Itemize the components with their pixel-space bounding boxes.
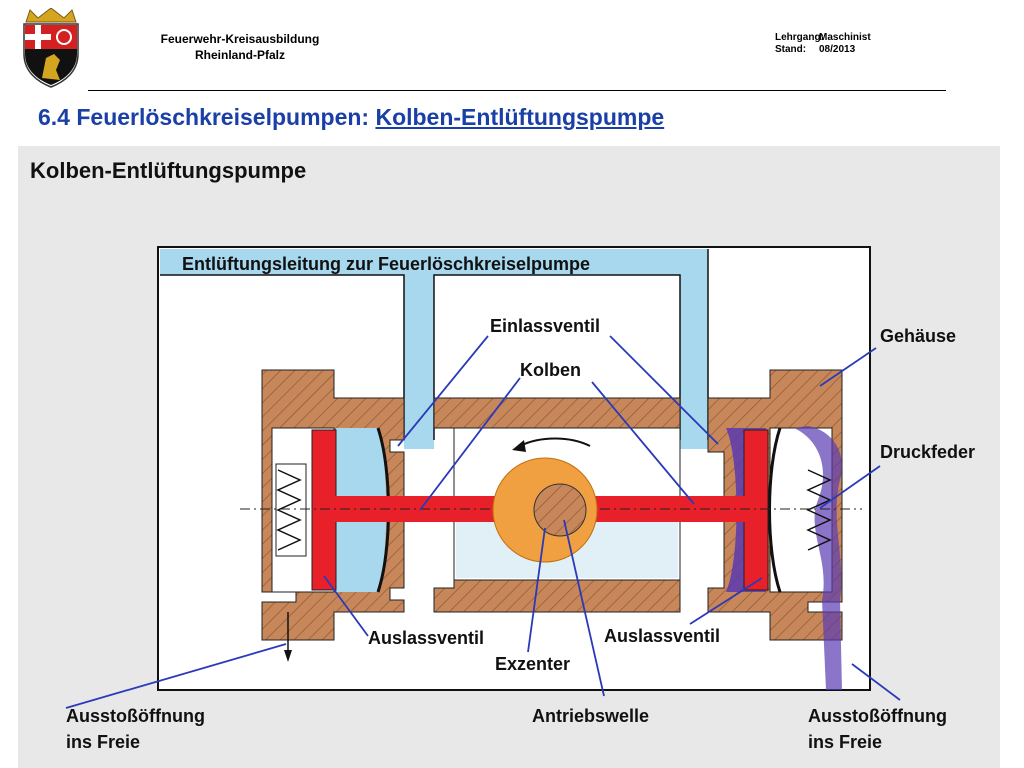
valve-right-curve [768,427,782,593]
label-einlassventil: Einlassventil [490,316,600,336]
page-title: 6.4 Feuerlöschkreiselpumpen: Kolben-Entl… [38,104,664,131]
course-value: Maschinist [819,32,871,43]
spring-left [275,463,307,557]
label-ausstoss-right-1: Ausstoßöffnung [808,706,947,726]
label-auslassventil-left: Auslassventil [368,628,484,648]
rotation-arrow-head [512,440,526,452]
label-ausstoss-left-1: Ausstoßöffnung [66,706,205,726]
org-line-2: Rheinland-Pfalz [194,48,285,62]
exhaust-arrow-left-head [284,650,292,662]
course-info: Lehrgang:Maschinist Stand: 08/2013 [775,32,871,56]
header-divider [88,90,946,91]
page-title-prefix: 6.4 Feuerlöschkreiselpumpen: [38,104,376,130]
coat-of-arms-logo [20,7,82,88]
spring-right [806,469,832,551]
page-title-link[interactable]: Kolben-Entlüftungspumpe [375,104,665,130]
label-antriebswelle: Antriebswelle [532,706,649,726]
course-key: Lehrgang: [775,32,824,43]
org-line-1: Feuerwehr-Kreisausbildung [160,32,320,46]
label-kolben: Kolben [520,360,581,380]
vent-line [160,249,708,449]
panel-title: Kolben-Entlüftungspumpe [30,158,307,183]
stand-value: 08/2013 [819,44,856,55]
drive-shaft [533,483,587,537]
organization-name: Feuerwehr-Kreisausbildung Rheinland-Pfal… [140,31,340,63]
label-druckfeder: Druckfeder [880,442,975,462]
leader-lines [65,335,901,709]
piston-left [311,429,337,591]
label-ausstoss-right-2: ins Freie [808,732,882,752]
rotation-arrow [519,437,591,447]
label-gehaeuse: Gehäuse [880,326,956,346]
piston-right [743,429,769,591]
water-right-outflow [794,426,842,690]
label-auslassventil-right: Auslassventil [604,626,720,646]
label-ausstoss-left-2: ins Freie [66,732,140,752]
vent-line-label: Entlüftungsleitung zur Feuerlöschkreisel… [182,254,590,274]
stand-key: Stand: [775,44,807,55]
label-exzenter: Exzenter [495,654,570,674]
